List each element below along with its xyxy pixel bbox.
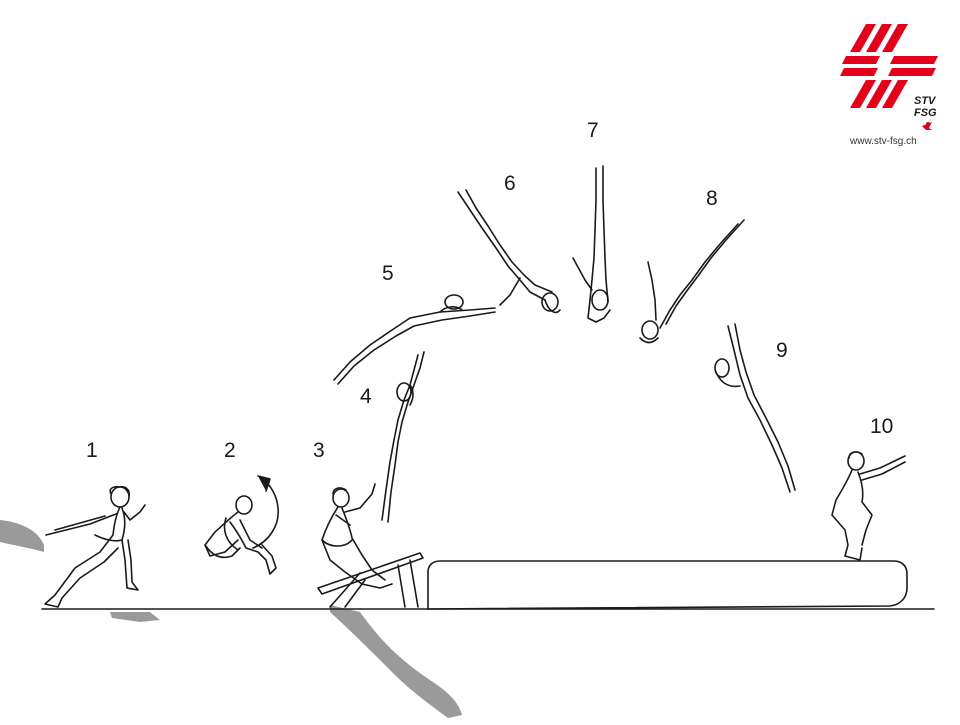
figure-2-tuck xyxy=(204,495,277,575)
figure-10-landing xyxy=(831,451,906,561)
phase-label-1: 1 xyxy=(86,439,98,462)
stv-fsg-logo: STV FSG www.stv-fsg.ch xyxy=(836,18,946,158)
springboard xyxy=(317,552,424,608)
figure-7-handstand xyxy=(572,165,611,323)
phase-label-5: 5 xyxy=(382,262,394,285)
swiss-cross-stripes-icon xyxy=(840,24,938,130)
shadow-springboard xyxy=(330,605,462,718)
phase-label-8: 8 xyxy=(706,187,718,210)
figure-4-ascent xyxy=(381,351,425,523)
logo-text-stv: STV xyxy=(914,95,936,107)
figure-6-pike xyxy=(457,189,561,314)
gymnast-icon xyxy=(922,122,932,130)
landing-mat xyxy=(427,560,908,610)
phase-label-10: 10 xyxy=(870,415,894,438)
figure-5-layout xyxy=(333,294,496,385)
phase-label-3: 3 xyxy=(313,439,325,462)
logo-text-fsg: FSG xyxy=(914,107,937,119)
rotation-arrow-icon xyxy=(252,475,279,549)
phase-label-6: 6 xyxy=(504,172,516,195)
shadow-left xyxy=(0,520,44,552)
phase-label-9: 9 xyxy=(776,339,788,362)
figure-1-run xyxy=(44,485,146,608)
shadow-left-ground xyxy=(110,612,160,622)
figure-3-takeoff xyxy=(321,483,393,589)
figure-8-push xyxy=(639,219,745,344)
figure-9-descent xyxy=(714,323,796,493)
logo-url: www.stv-fsg.ch xyxy=(850,136,917,147)
shadows xyxy=(0,520,462,718)
phase-label-2: 2 xyxy=(224,439,236,462)
phase-label-4: 4 xyxy=(360,385,372,408)
phase-label-7: 7 xyxy=(587,119,599,142)
